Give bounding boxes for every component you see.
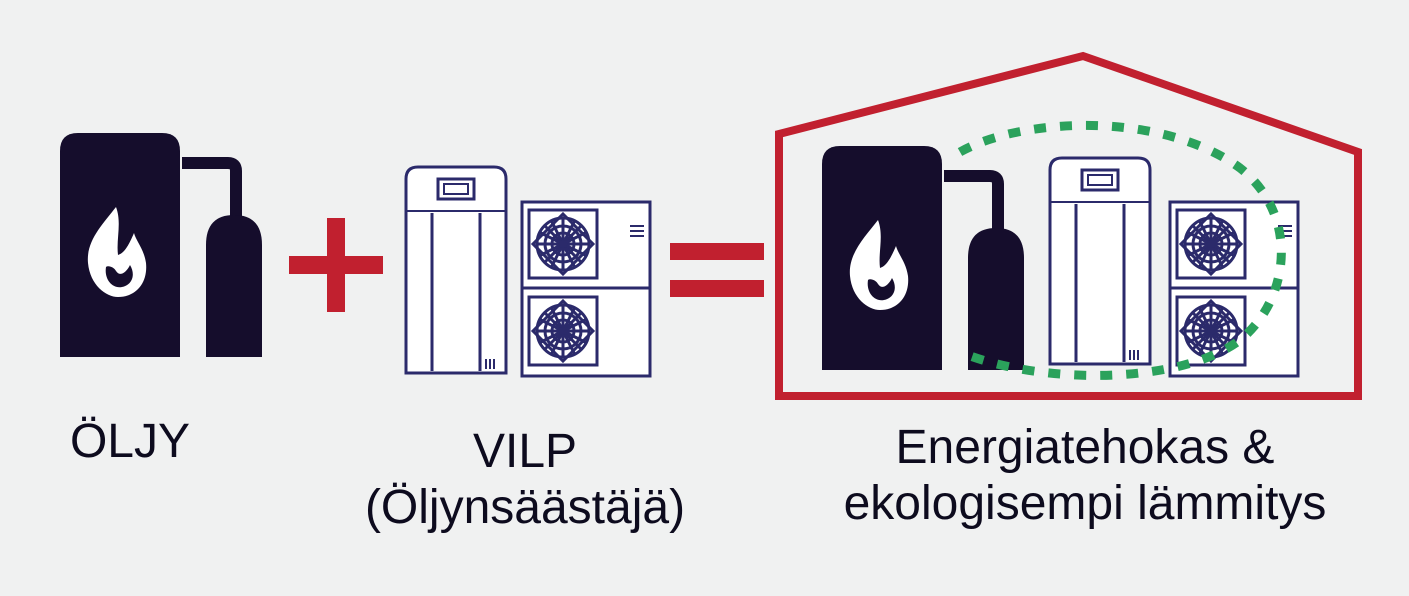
- result-label: Energiatehokas & ekologisempi lämmitys: [770, 420, 1400, 532]
- result-label-line1: Energiatehokas &: [895, 421, 1275, 474]
- oil-label-text: ÖLJY: [69, 415, 191, 468]
- vilp-label-line1: VILP: [472, 425, 578, 478]
- oil-boiler-icon: [60, 133, 262, 357]
- house-hybrid-heating-icon: [775, 51, 1362, 400]
- air-water-heat-pump-icon: [404, 165, 650, 376]
- result-label-line2: ekologisempi lämmitys: [843, 477, 1327, 530]
- oil-label: ÖLJY: [40, 414, 220, 470]
- vilp-label: VILP (Öljynsäästäjä): [330, 424, 720, 536]
- vilp-label-line2: (Öljynsäästäjä): [364, 481, 686, 534]
- plus-sign: [289, 218, 383, 312]
- equals-sign: [670, 243, 764, 297]
